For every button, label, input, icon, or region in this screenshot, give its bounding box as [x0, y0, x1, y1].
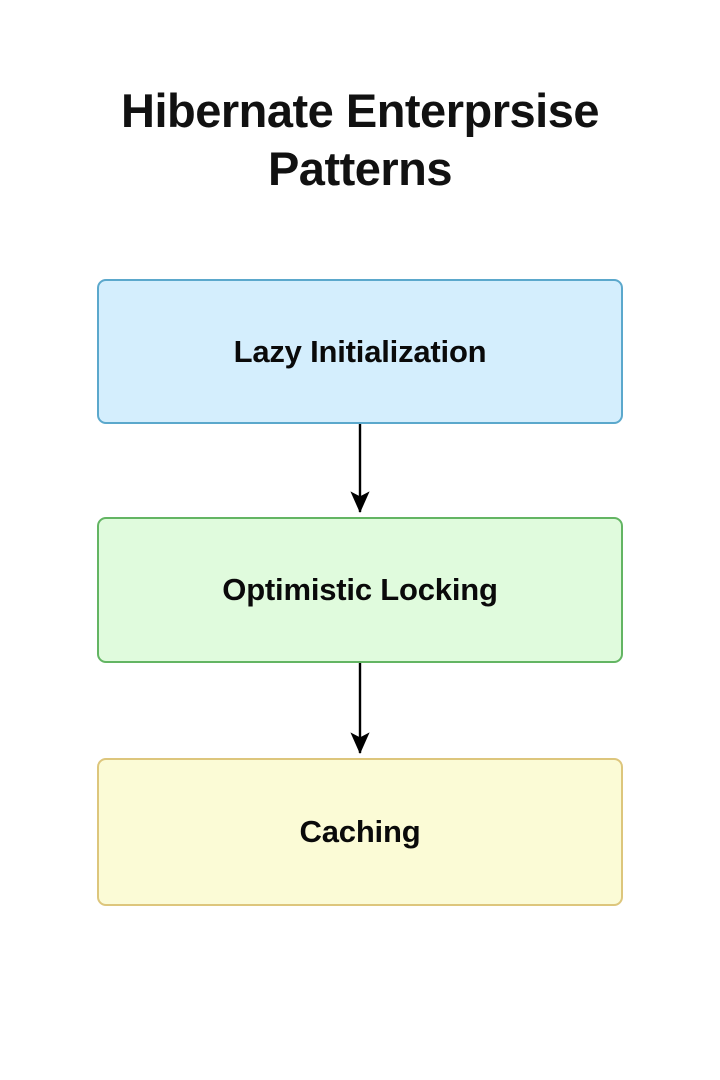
diagram-title: Hibernate Enterprsise Patterns [121, 84, 599, 196]
flow-node-lazy-initialization[interactable]: Lazy Initialization [97, 279, 623, 424]
flow-node-caching[interactable]: Caching [97, 758, 623, 906]
flow-node-label: Caching [299, 814, 421, 850]
flow-node-optimistic-locking[interactable]: Optimistic Locking [97, 517, 623, 663]
flow-node-label: Optimistic Locking [222, 572, 498, 608]
flow-node-label: Lazy Initialization [233, 333, 487, 369]
